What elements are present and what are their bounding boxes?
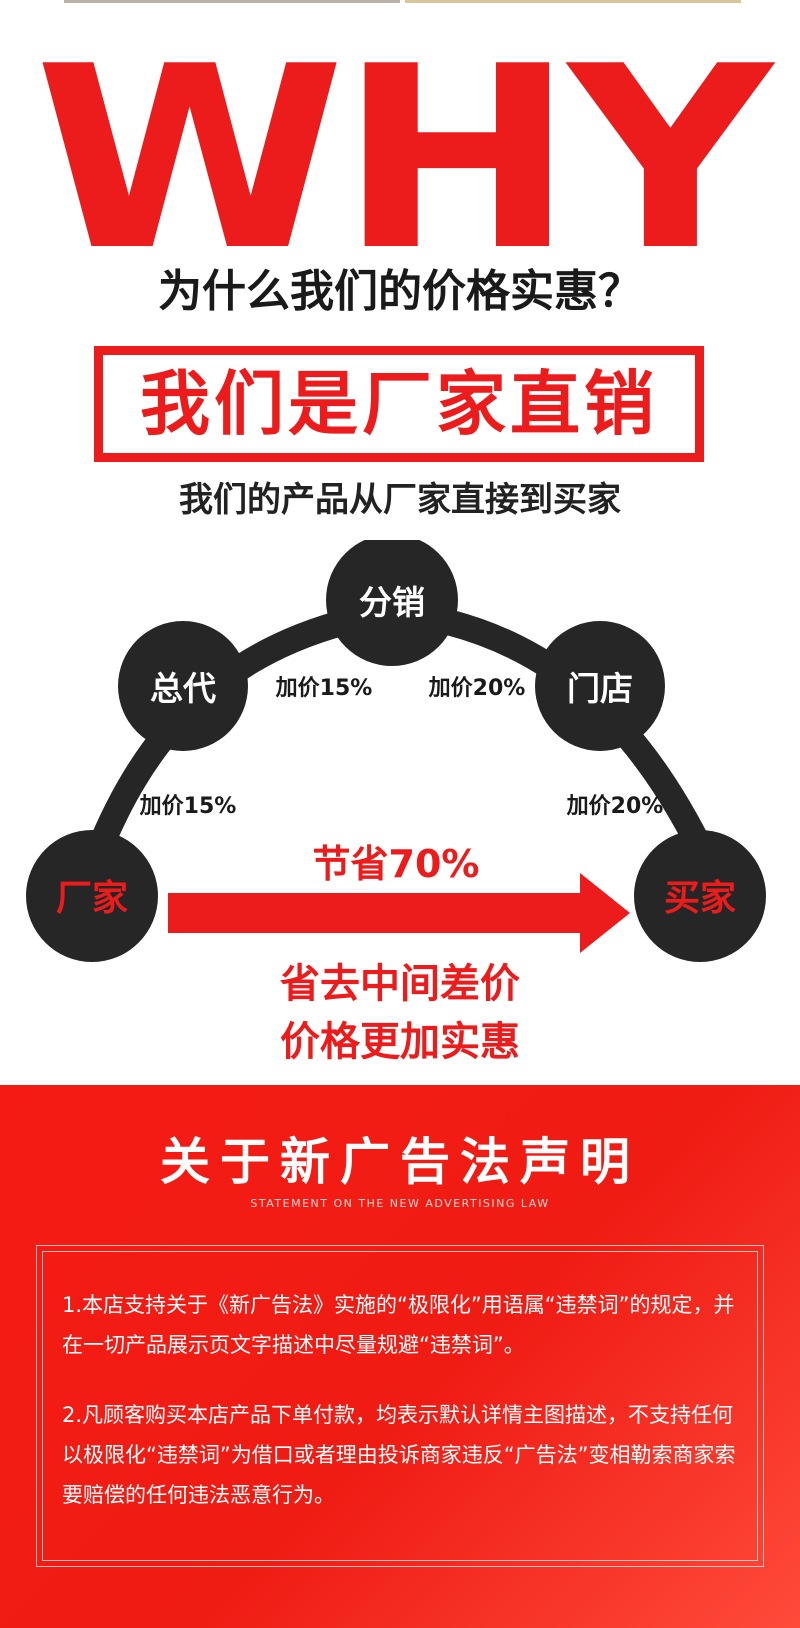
top-image-strip-left: [64, 0, 400, 3]
markup-agent-to-distributor: 加价15%: [275, 676, 373, 701]
markup-store-to-buyer: 加价20%: [566, 794, 664, 819]
markup-distributor-to-store: 加价20%: [428, 676, 526, 701]
supply-chain-diagram: 厂家 总代 分销 门店 买家 加价15% 加价15% 加价20% 加价20% 节…: [26, 540, 766, 962]
save-line-2: 价格更加实惠: [280, 1019, 520, 1065]
node-buyer: [634, 830, 766, 962]
notice-paragraph-2: 2.凡顾客购买本店产品下单付款，均表示默认详情主图描述，不支持任何以极限化“违禁…: [62, 1403, 736, 1507]
notice-paragraph-1: 1.本店支持关于《新广告法》实施的“极限化”用语属“违禁词”的规定，并在一切产品…: [62, 1293, 735, 1357]
save-summary: 省去中间差价 价格更加实惠: [0, 955, 800, 1071]
factory-direct-badge: 我们是厂家直销: [94, 346, 704, 462]
node-general-agent: [118, 621, 248, 751]
notice-title: 关于新广告法声明: [160, 1133, 640, 1191]
markup-factory-to-agent: 加价15%: [139, 794, 237, 819]
factory-direct-badge-inner: 我们是厂家直销: [103, 355, 695, 453]
node-general-agent-label: 总代: [150, 669, 216, 708]
node-distributor: [326, 540, 458, 666]
factory-direct-text: 我们是厂家直销: [140, 363, 658, 445]
node-factory-label: 厂家: [56, 878, 128, 919]
saving-arrow-head: [580, 873, 630, 953]
factory-to-buyer-subline: 我们的产品从厂家直接到买家: [179, 480, 621, 520]
notice-frame-inner: [42, 1251, 758, 1561]
top-image-strip-right: [405, 0, 741, 3]
why-heading: WHY: [34, 13, 772, 306]
notice-frame-outer: [36, 1245, 764, 1567]
saving-label: 节省70%: [313, 842, 480, 886]
saving-arrow-shaft: [168, 893, 588, 933]
node-buyer-label: 买家: [664, 878, 736, 919]
ad-law-notice-section: 关于新广告法声明 STATEMENT ON THE NEW ADVERTISIN…: [0, 1085, 800, 1628]
price-question: 为什么我们的价格实惠？: [158, 266, 642, 317]
node-store-label: 门店: [567, 669, 633, 708]
node-factory: [26, 830, 158, 962]
node-store: [535, 621, 665, 751]
save-line-1: 省去中间差价: [280, 961, 520, 1007]
node-distributor-label: 分销: [359, 583, 425, 622]
notice-body: 1.本店支持关于《新广告法》实施的“极限化”用语属“违禁词”的规定，并在一切产品…: [62, 1285, 742, 1545]
notice-subtitle: STATEMENT ON THE NEW ADVERTISING LAW: [250, 1197, 550, 1210]
